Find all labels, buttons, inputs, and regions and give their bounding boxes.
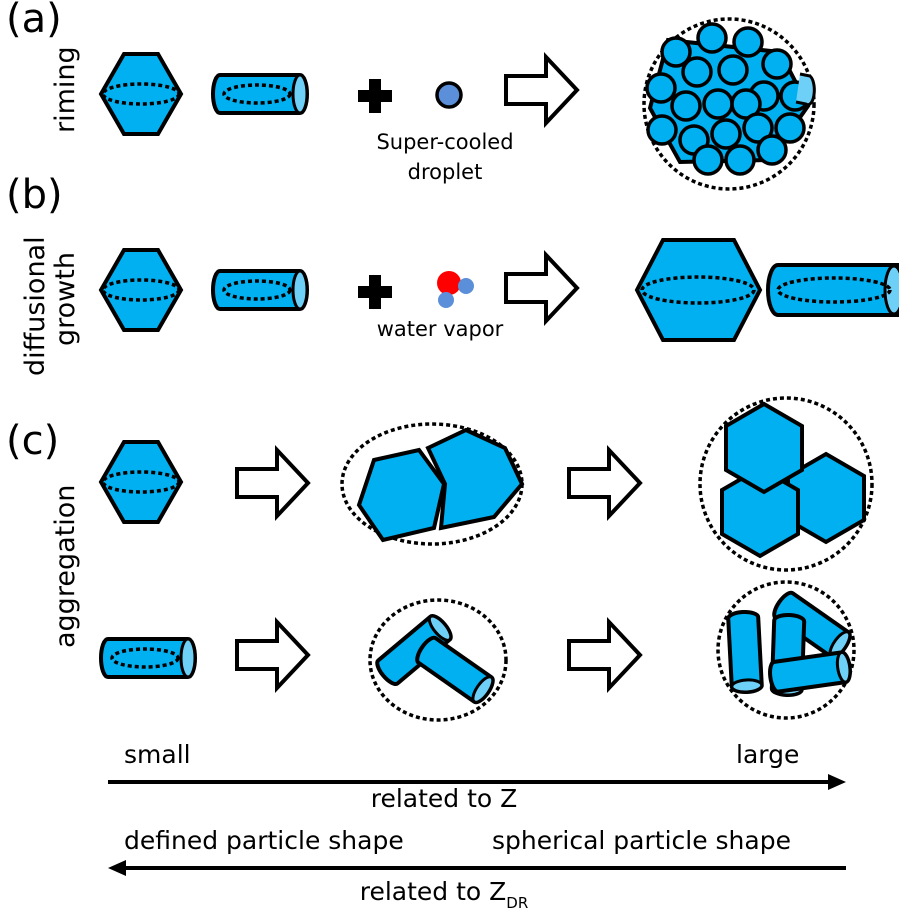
large-column-icon [766, 263, 899, 317]
large-plate-icon [634, 238, 763, 342]
size-axis-left: small [124, 740, 191, 769]
panel-tag-a: (a) [6, 0, 62, 42]
side-label-aggregation: aggregation [50, 484, 81, 648]
water-molecule-icon [437, 271, 474, 308]
plate-aggregate-large-icon [698, 396, 874, 572]
hexagonal-plate-icon [99, 52, 183, 136]
shape-axis [108, 860, 846, 876]
hexagonal-plate-icon [99, 248, 183, 332]
hexagonal-plate-icon [99, 440, 183, 524]
column-aggregate-small-icon [368, 598, 508, 722]
size-axis-label: related to Z [370, 784, 518, 813]
shape-axis-label: related to ZDR [360, 877, 529, 909]
size-axis [108, 774, 846, 790]
arrow-icon [504, 253, 579, 323]
arrow-icon [504, 55, 579, 125]
plate-aggregate-small-icon [340, 422, 525, 546]
side-label-growth: growth [50, 252, 81, 346]
plus-icon [358, 79, 392, 113]
shape-axis-right: spherical particle shape [492, 826, 791, 855]
side-label-diffusional: diffusional [20, 236, 51, 376]
arrow-icon [235, 448, 310, 518]
column-icon [99, 637, 197, 679]
droplet-icon [435, 81, 463, 109]
panel-tag-c: (c) [6, 418, 60, 464]
column-icon [211, 269, 309, 311]
arrow-icon [235, 620, 310, 690]
arrow-icon [567, 448, 642, 518]
droplet-caption-line1: Super-cooled [376, 130, 514, 154]
plus-icon [358, 275, 392, 309]
vapor-caption: water vapor [376, 317, 504, 341]
column-icon [211, 73, 309, 115]
panel-tag-b: (b) [6, 172, 63, 218]
size-axis-right: large [736, 740, 800, 769]
column-aggregate-large-icon [716, 580, 856, 720]
side-label-riming: riming [50, 46, 81, 133]
rimed-particle-icon [642, 17, 816, 191]
droplet-caption-line2: droplet [407, 160, 483, 184]
shape-axis-left: defined particle shape [124, 826, 404, 855]
arrow-icon [567, 620, 642, 690]
